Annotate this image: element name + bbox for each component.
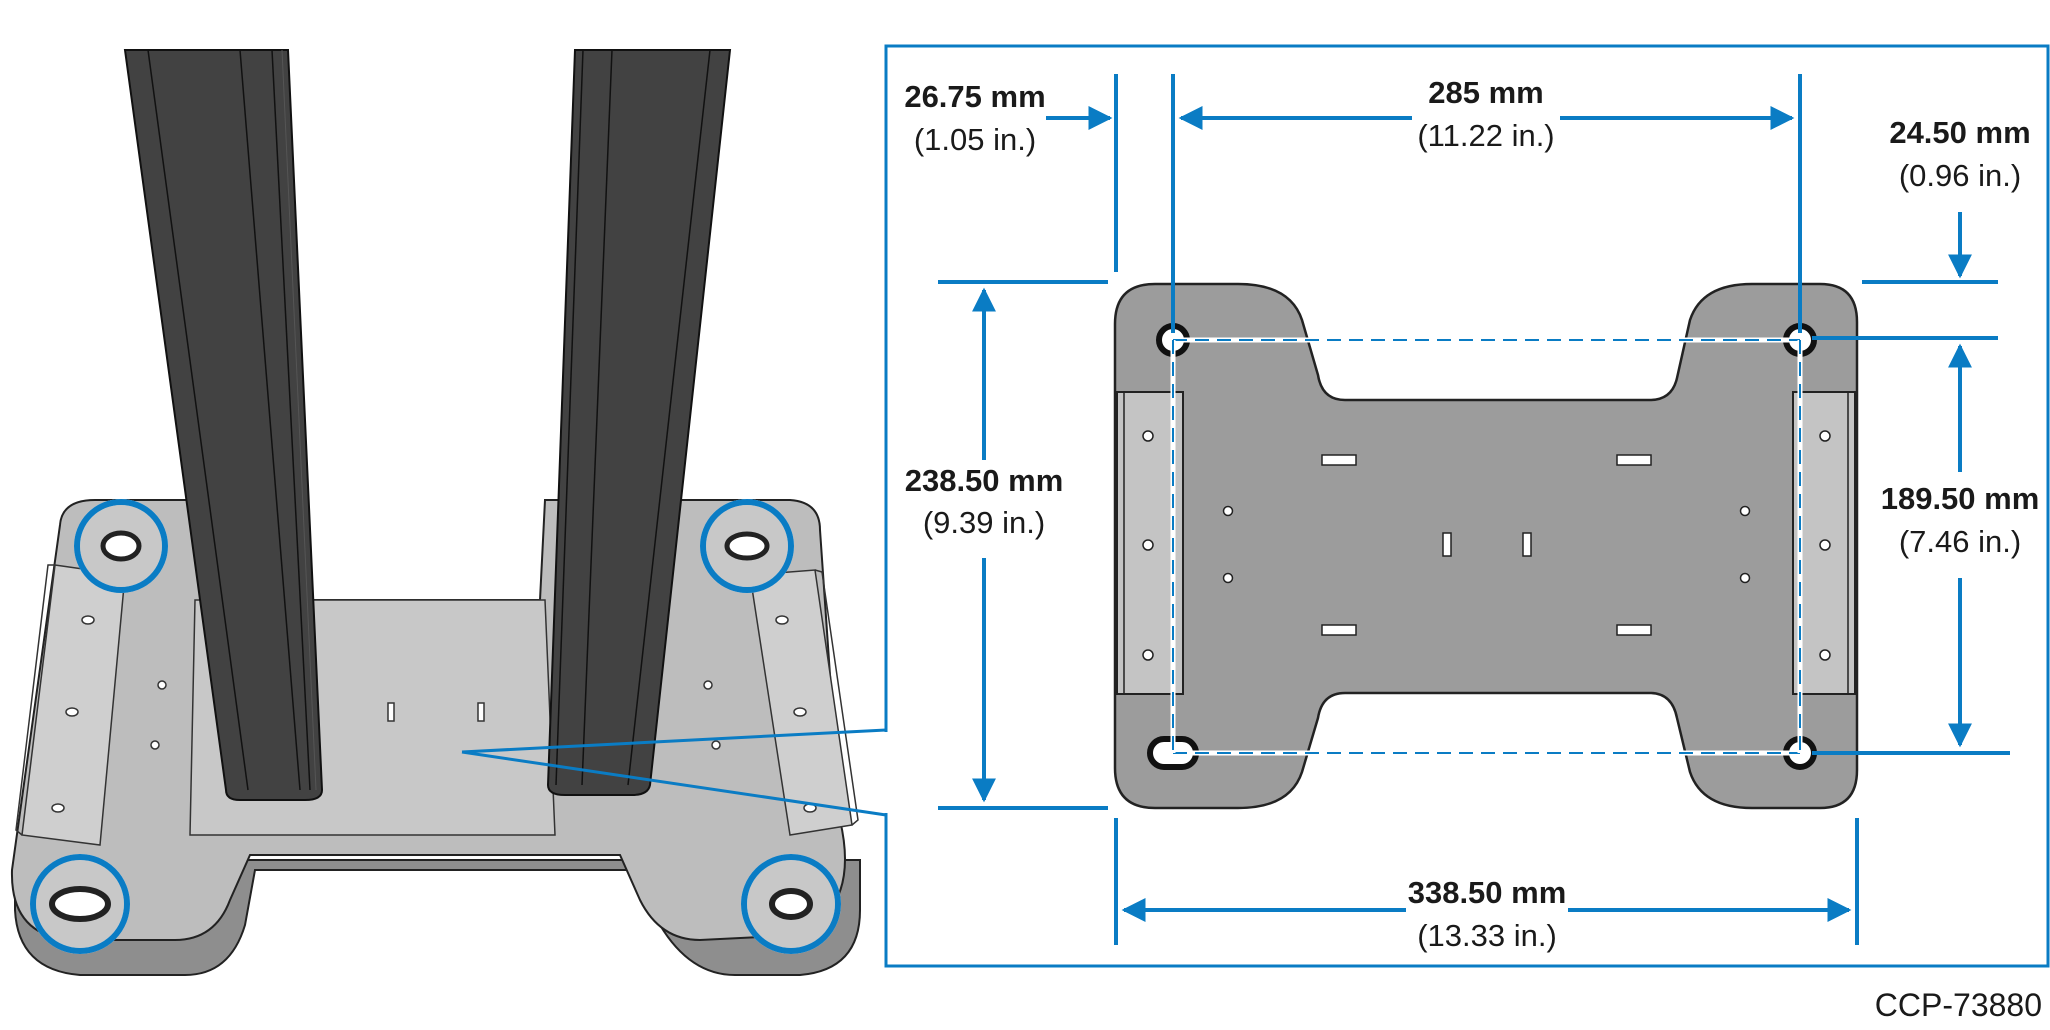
mount-hole-back-left xyxy=(74,499,168,593)
hole-center-lines xyxy=(1170,337,1803,756)
overall-depth-imperial: (9.39 in.) xyxy=(923,505,1045,540)
highlighted-mounting-holes xyxy=(30,499,841,954)
stand-perspective-view xyxy=(10,49,887,976)
hole-spacing-width-imperial: (11.22 in.) xyxy=(1417,118,1554,153)
plate-slots xyxy=(1222,454,1751,636)
overall-width-imperial: (13.33 in.) xyxy=(1417,918,1557,953)
callout-leader xyxy=(461,728,887,817)
hole-spacing-depth-metric: 189.50 mm xyxy=(1881,481,2040,516)
dimension-lines xyxy=(938,74,2010,945)
mount-hole-front-left xyxy=(30,854,130,954)
overall-width-metric: 338.50 mm xyxy=(1408,875,1567,910)
dimension-labels: 26.75 mm (1.05 in.) 285 mm (11.22 in.) 2… xyxy=(904,75,2039,953)
right-offset-metric: 24.50 mm xyxy=(1889,115,2030,150)
right-bracket xyxy=(1792,391,1856,695)
left-offset-imperial: (1.05 in.) xyxy=(914,122,1036,157)
plate-small-holes xyxy=(51,615,817,813)
hole-spacing-width-metric: 285 mm xyxy=(1428,75,1543,110)
plate-top-view xyxy=(1113,282,1859,810)
left-post xyxy=(123,49,324,801)
figure-id: CCP-73880 xyxy=(1875,987,2042,1023)
hole-spacing-depth-imperial: (7.46 in.) xyxy=(1899,524,2021,559)
right-offset-imperial: (0.96 in.) xyxy=(1899,158,2021,193)
mount-hole-front-right xyxy=(741,854,841,954)
left-offset-metric: 26.75 mm xyxy=(904,79,1045,114)
overall-depth-metric: 238.50 mm xyxy=(905,463,1064,498)
mount-hole-back-right xyxy=(700,499,794,593)
plate-outline xyxy=(1113,282,1859,810)
right-post xyxy=(546,49,732,796)
